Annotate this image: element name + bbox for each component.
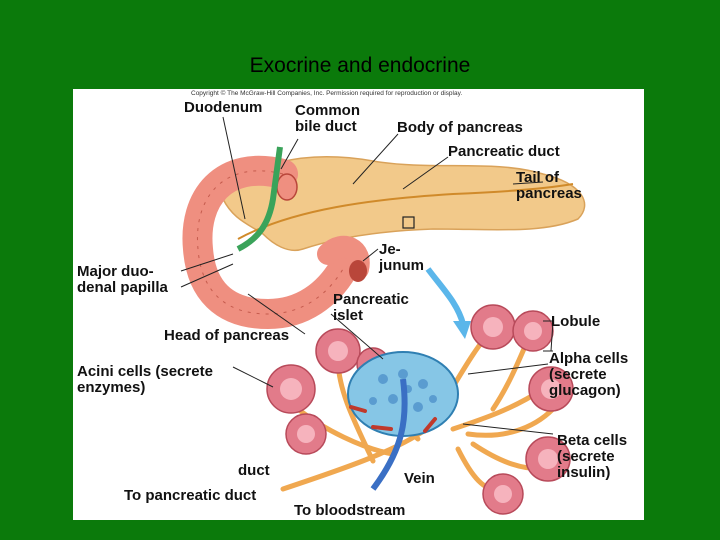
- label-common-bile-duct: Common bile duct: [295, 102, 360, 135]
- slide-title: Exocrine and endocrine: [249, 54, 471, 77]
- label-acini-cells: Acini cells (secrete enzymes): [77, 363, 213, 396]
- label-jejunum: Je- junum: [379, 241, 424, 274]
- label-tail-of-pancreas: Tail of pancreas: [516, 169, 582, 202]
- pancreatic-duct-line: [237, 183, 574, 240]
- label-pancreatic-islet: Pancreatic islet: [333, 291, 409, 324]
- copyright-notice: Copyright © The McGraw-Hill Companies, I…: [191, 90, 463, 97]
- label-lobule: Lobule: [551, 313, 601, 330]
- label-to-bloodstream: To bloodstream: [294, 502, 406, 519]
- label-body-of-pancreas: Body of pancreas: [397, 119, 523, 136]
- label-alpha-cells: Alpha cells (secrete glucagon): [549, 350, 629, 399]
- label-duodenum: Duodenum: [184, 99, 263, 116]
- acini-cells: [266, 304, 574, 515]
- common-bile-duct-shape: [236, 146, 283, 252]
- label-pancreatic-duct: Pancreatic duct: [448, 143, 560, 160]
- label-vein: Vein: [404, 470, 435, 487]
- pancreas-illustration: [180, 116, 586, 515]
- zoom-arrow: [425, 267, 466, 325]
- label-beta-cells: Beta cells (secrete insulin): [557, 432, 628, 481]
- label-major-duodenal-papilla: Major duo- denal papilla: [77, 263, 168, 296]
- label-to-pancreatic-duct: To pancreatic duct: [124, 487, 257, 504]
- vein-shape: [370, 378, 408, 491]
- label-head-of-pancreas: Head of pancreas: [164, 327, 290, 344]
- leader-lines: [180, 116, 554, 435]
- pancreas-figure: Copyright © The McGraw-Hill Companies, I…: [73, 89, 644, 520]
- pancreas-shape: [222, 156, 586, 251]
- label-duct: duct: [238, 462, 270, 479]
